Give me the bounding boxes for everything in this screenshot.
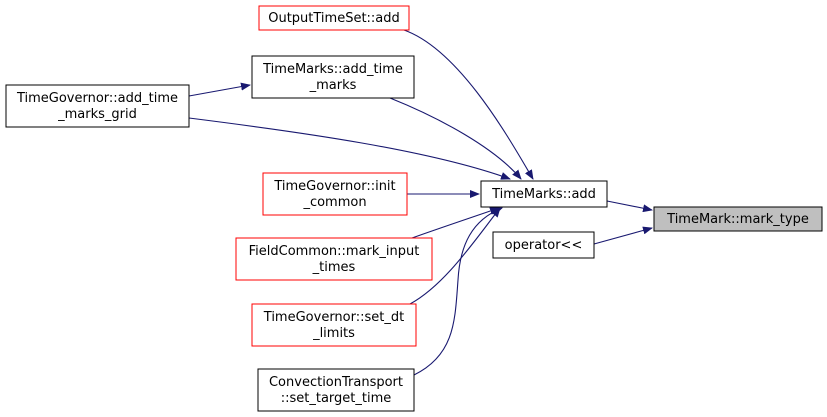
node-label-line: operator<< (505, 238, 583, 253)
node-tg-add-grid[interactable]: TimeGovernor::add_time_marks_grid (5, 84, 190, 128)
node-label-line: TimeGovernor::set_dt (263, 310, 404, 325)
edge-op_lshift-to-mark_type (593, 226, 653, 245)
edge-tg_set_dt-to-tm_add (409, 207, 501, 305)
node-label-line: _common (302, 195, 366, 210)
node-box (262, 172, 408, 216)
node-label-line: TimeGovernor::init (273, 179, 395, 194)
edge-line (403, 29, 534, 180)
node-mark-type: TimeMark::mark_type (653, 206, 823, 232)
node-label-line: TimeMark::mark_type (666, 212, 809, 227)
edge-line (188, 117, 511, 180)
node-label-line: _marks_grid (57, 107, 137, 122)
node-tm-add-time-marks[interactable]: TimeMarks::add_time_marks (251, 55, 415, 99)
edge-line (389, 97, 522, 180)
node-label-line: TimeMarks::add (491, 187, 596, 202)
node-label-line: OutputTimeSet::add (268, 11, 400, 26)
node-tg-set-dt[interactable]: TimeGovernor::set_dt_limits (251, 303, 417, 347)
edge-tg_add_grid-to-tm_add (188, 117, 511, 180)
node-box (235, 237, 433, 281)
edge-ots_add-to-tm_add (403, 29, 534, 180)
edge-fc_mark-to-tm_add (411, 207, 500, 239)
node-label-line: ::set_target_time (281, 391, 392, 406)
node-box (258, 5, 410, 31)
edge-line (413, 207, 503, 376)
edge-line (606, 200, 653, 213)
node-label-line: _times (312, 260, 356, 275)
node-label-line: _limits (312, 326, 355, 341)
edge-line (411, 207, 500, 239)
edge-tm_add-to-mark_type (606, 200, 653, 213)
node-label-line: TimeGovernor::add_time (16, 91, 178, 106)
node-ots-add[interactable]: OutputTimeSet::add (258, 5, 410, 31)
nodes-layer: TimeMark::mark_type TimeMarks::addoperato… (5, 5, 823, 412)
node-box (251, 303, 417, 347)
edge-tm_add_time_marks-to-tm_add (389, 97, 522, 180)
node-fc-mark[interactable]: FieldCommon::mark_input_times (235, 237, 433, 281)
node-box (653, 206, 823, 232)
node-box (480, 180, 608, 208)
node-box (492, 231, 595, 259)
node-tg-init[interactable]: TimeGovernor::init_common (262, 172, 408, 216)
node-label-line: ConvectionTransport (269, 375, 403, 390)
node-label-line: FieldCommon::mark_input (249, 244, 420, 259)
edge-ct_set_target-to-tm_add (413, 207, 503, 376)
node-op-lshift[interactable]: operator<< (492, 231, 595, 259)
edge-tg_add_grid-to-tm_add_time_marks (188, 82, 251, 97)
node-label-line: _marks (309, 78, 357, 93)
node-label-line: TimeMarks::add_time (262, 62, 403, 77)
edges-layer (188, 29, 653, 376)
node-box (5, 84, 190, 128)
node-box (251, 55, 415, 99)
edge-line (593, 226, 653, 245)
edge-line (409, 207, 501, 305)
node-ct-set-target[interactable]: ConvectionTransport::set_target_time (257, 368, 415, 412)
node-box (257, 368, 415, 412)
edge-line (188, 82, 251, 97)
node-tm-add[interactable]: TimeMarks::add (480, 180, 608, 208)
